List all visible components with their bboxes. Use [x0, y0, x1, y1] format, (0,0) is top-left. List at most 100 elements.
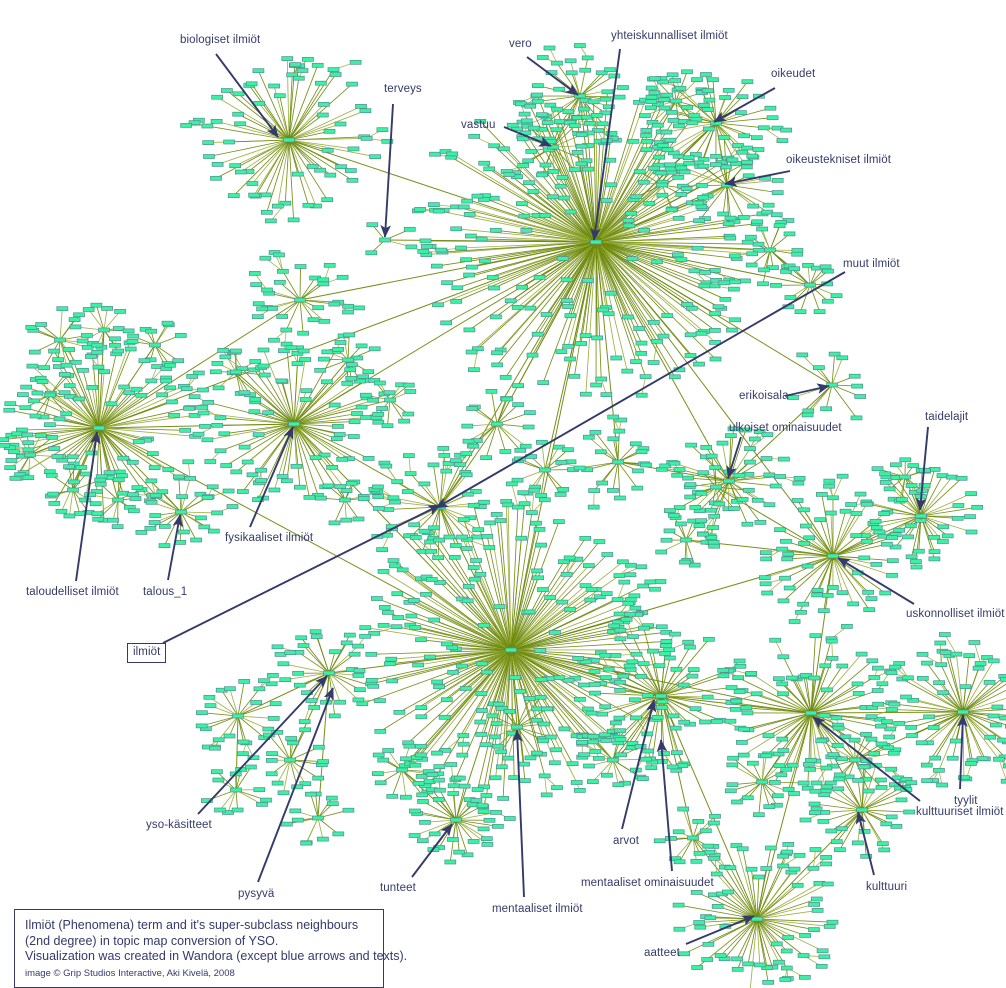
- graph-node: [355, 343, 368, 349]
- graph-node: [321, 147, 334, 153]
- graph-edge: [746, 707, 812, 714]
- graph-node: [701, 694, 714, 700]
- graph-node: [46, 435, 59, 440]
- graph-node: [588, 682, 601, 687]
- graph-node: [204, 459, 217, 464]
- graph-edge: [461, 536, 512, 651]
- graph-node: [658, 97, 671, 103]
- graph-node: [212, 385, 225, 391]
- graph-node: [821, 687, 833, 693]
- graph-node: [85, 354, 97, 359]
- graph-edge: [832, 511, 847, 557]
- graph-node: [327, 67, 340, 72]
- graph-edge: [229, 139, 290, 143]
- graph-node: [483, 166, 496, 172]
- graph-node: [617, 673, 630, 679]
- graph-node: [710, 153, 722, 159]
- graph-node: [912, 548, 925, 554]
- annotation-label-mentaaliset-ilmiot: mentaaliset ilmiöt: [492, 903, 583, 915]
- graph-edge: [942, 692, 964, 713]
- graph-node: [368, 346, 381, 352]
- graph-edge: [103, 311, 121, 331]
- graph-edge: [510, 626, 662, 651]
- graph-node: [585, 586, 598, 592]
- graph-node: [695, 518, 707, 524]
- graph-edge: [281, 380, 295, 425]
- graph-node: [479, 258, 491, 264]
- graph-node: [658, 105, 671, 111]
- graph-node: [769, 637, 782, 643]
- graph-node: [928, 556, 941, 562]
- graph-edge: [254, 411, 295, 425]
- graph-node: [91, 350, 103, 355]
- graph-node: [376, 406, 388, 411]
- graph-edge: [40, 324, 61, 341]
- graph-edge: [288, 104, 325, 141]
- graph-node: [460, 546, 473, 551]
- graph-edge: [293, 423, 326, 487]
- graph-node: [777, 691, 789, 697]
- graph-edge: [293, 404, 335, 425]
- graph-node: [776, 736, 789, 742]
- graph-node: [517, 163, 530, 168]
- graph-node: [197, 387, 209, 393]
- graph-node: [630, 651, 643, 657]
- annotation-label-fysikaaliset-ilmiot: fysikaaliset ilmiöt: [225, 532, 314, 544]
- graph-node: [431, 679, 443, 685]
- graph-node: [249, 396, 262, 402]
- graph-node: [717, 211, 730, 217]
- graph-edge: [955, 654, 964, 713]
- graph-node: [450, 226, 463, 232]
- graph-edge: [510, 589, 544, 651]
- graph-node: [403, 453, 415, 458]
- graph-edge: [927, 711, 964, 744]
- graph-node: [860, 501, 873, 507]
- graph-node: [717, 667, 730, 673]
- graph-node: [112, 326, 125, 331]
- graph-edge: [817, 555, 834, 591]
- graph-edge: [756, 918, 833, 923]
- graph-node: [905, 483, 918, 488]
- graph-edge: [595, 241, 737, 259]
- graph-node: [345, 362, 358, 367]
- graph-edge: [450, 156, 597, 243]
- graph-node: [380, 463, 393, 469]
- graph-edge: [43, 339, 61, 368]
- graph-edge: [293, 423, 369, 459]
- graph-node: [415, 714, 428, 720]
- graph-edge: [510, 649, 583, 736]
- graph-node: [353, 305, 365, 311]
- graph-node: [250, 282, 263, 287]
- graph-edge: [592, 759, 614, 782]
- graph-node: [31, 390, 44, 396]
- graph-node: [584, 597, 597, 603]
- graph-node: [670, 666, 683, 672]
- graph-node: [808, 675, 821, 681]
- graph-node: [186, 374, 199, 379]
- graph-node: [127, 333, 139, 339]
- graph-node: [682, 155, 695, 161]
- graph-node: [669, 725, 682, 731]
- graph-edge: [660, 675, 693, 697]
- graph-node: [374, 380, 386, 386]
- graph-edge: [595, 241, 695, 272]
- graph-node: [886, 707, 898, 712]
- graph-edge: [479, 121, 597, 243]
- graph-edge: [510, 626, 619, 651]
- graph-node: [710, 162, 722, 167]
- graph-node: [693, 218, 705, 224]
- graph-edge: [293, 423, 316, 458]
- graph-node: [148, 465, 161, 470]
- graph-node: [68, 317, 81, 322]
- graph-node: [275, 378, 288, 384]
- graph-edge: [98, 427, 155, 468]
- graph-node: [261, 287, 273, 293]
- graph-node: [427, 202, 440, 207]
- graph-edge: [516, 698, 531, 728]
- caption-line-2: (2nd degree) in topic map conversion of …: [25, 933, 279, 948]
- graph-edge: [732, 764, 763, 783]
- graph-node: [86, 385, 99, 390]
- graph-node: [63, 464, 75, 470]
- graph-node: [904, 523, 917, 529]
- graph-node: [481, 533, 494, 539]
